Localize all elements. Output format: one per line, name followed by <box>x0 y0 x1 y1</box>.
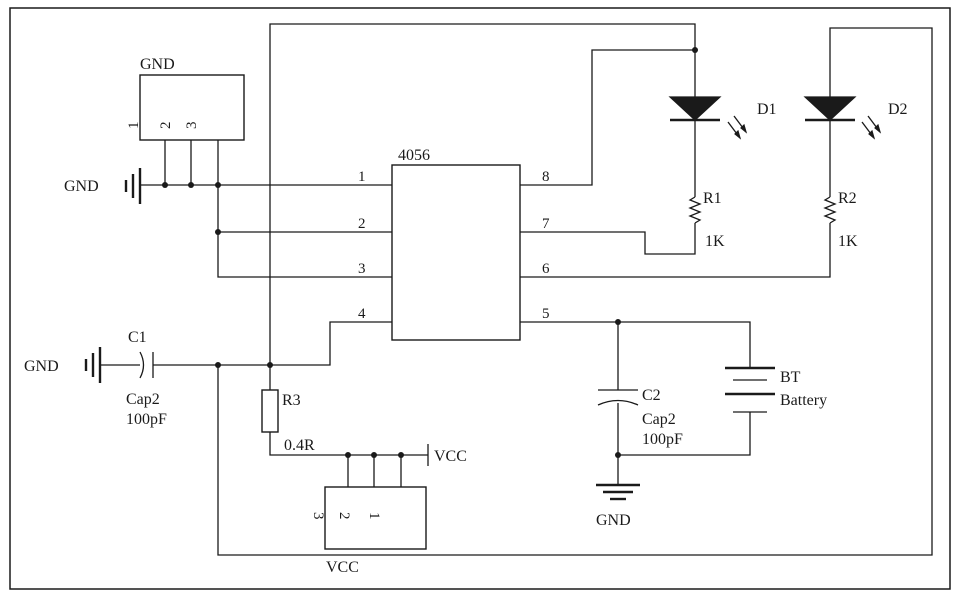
vcc-connector-pin-1: 1 <box>366 512 382 520</box>
c2-value: 100pF <box>642 431 683 448</box>
ic-pin-3: 3 <box>358 261 366 277</box>
r2-value: 1K <box>838 233 858 250</box>
gnd-connector: GND 1 2 3 <box>126 56 245 141</box>
ground-symbol-left-bottom: GND <box>24 347 102 383</box>
ic-pin-4: 4 <box>358 306 366 322</box>
wires <box>100 23 933 556</box>
vcc-symbol: VCC <box>427 444 467 466</box>
vcc-connector-pin-2: 2 <box>336 512 352 520</box>
c1-value: 100pF <box>126 411 167 428</box>
gnd-connector-pin-3: 3 <box>184 122 200 130</box>
ground-symbol-left-top: GND <box>64 168 142 204</box>
capacitor-c2: C2 Cap2 100pF <box>597 387 683 448</box>
r3-ref: R3 <box>282 392 301 409</box>
r1-value: 1K <box>705 233 725 250</box>
c2-ref: C2 <box>642 387 661 404</box>
led-d2: D2 <box>803 96 908 140</box>
battery-ref: BT <box>780 369 801 386</box>
ic-pin-6: 6 <box>542 261 550 277</box>
c1-ref: C1 <box>128 329 147 346</box>
resistor-r2: R2 1K <box>823 190 858 250</box>
ic-4056: 4056 1 2 3 4 5 6 7 8 <box>358 147 550 341</box>
left-gnd-bottom-label: GND <box>24 358 59 375</box>
c1-type: Cap2 <box>126 391 160 408</box>
left-gnd-top-label: GND <box>64 178 99 195</box>
junction-dots <box>162 47 698 458</box>
c2-type: Cap2 <box>642 411 676 428</box>
ground-symbol-bottom: GND <box>596 483 640 529</box>
gnd-connector-title: GND <box>140 56 175 73</box>
ic-pin-7: 7 <box>542 216 550 232</box>
ic-pin-2: 2 <box>358 216 366 232</box>
r2-ref: R2 <box>838 190 857 207</box>
r1-ref: R1 <box>703 190 722 207</box>
vcc-connector: 3 2 1 VCC <box>310 486 427 576</box>
vcc-label: VCC <box>434 448 467 465</box>
r3-value: 0.4R <box>284 437 315 454</box>
d2-ref: D2 <box>888 101 908 118</box>
ic-name: 4056 <box>398 147 430 164</box>
capacitor-c1: C1 Cap2 100pF <box>126 329 167 428</box>
vcc-connector-title: VCC <box>326 559 359 576</box>
d1-ref: D1 <box>757 101 777 118</box>
battery-type: Battery <box>780 392 827 409</box>
resistor-r1: R1 1K <box>688 190 725 250</box>
gnd-connector-pin-1: 1 <box>126 122 142 130</box>
diagram-frame <box>9 7 951 590</box>
led-d1: D1 <box>668 96 777 140</box>
ic-pin-5: 5 <box>542 306 550 322</box>
resistor-r3: R3 0.4R <box>261 389 315 454</box>
battery-bt: BT Battery <box>725 366 827 413</box>
ic-pin-8: 8 <box>542 169 550 185</box>
vcc-connector-pin-3: 3 <box>310 512 326 520</box>
ic-pin-1: 1 <box>358 169 366 185</box>
gnd-bottom-label: GND <box>596 512 631 529</box>
gnd-connector-pin-2: 2 <box>158 122 174 130</box>
